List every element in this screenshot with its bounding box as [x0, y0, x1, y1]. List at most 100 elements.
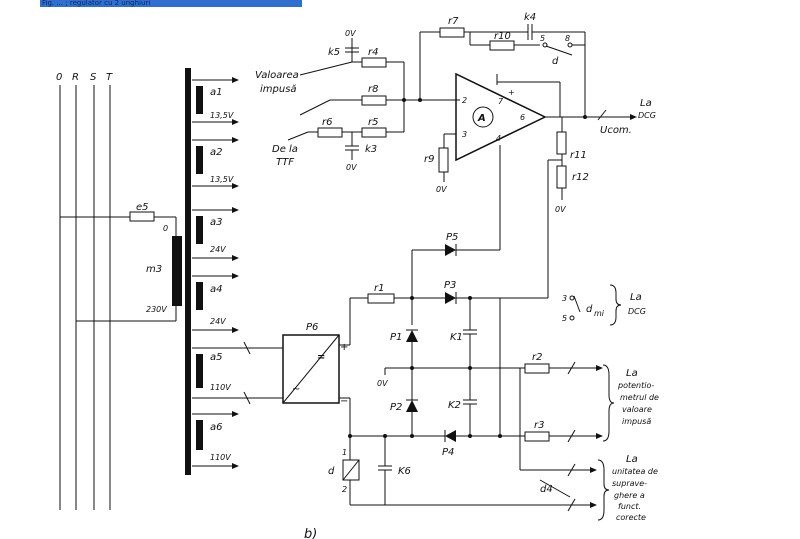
winding-a3-label: a3 [210, 217, 223, 228]
phase-lines: 0 R S T [56, 72, 113, 510]
label-r5: r5 [368, 117, 378, 128]
resistor-e5 [129, 211, 155, 222]
winding-a2-label: a2 [210, 147, 223, 158]
phase-label-0: 0 [56, 72, 62, 83]
input-0v-bottom: 0V [346, 163, 357, 172]
resistor-e5-label: e5 [136, 202, 149, 213]
relay-pin2: 2 [342, 485, 347, 494]
output-0v: 0V [555, 205, 566, 214]
opamp-a: A 2 3 + 7 6 4 r9 0V [402, 72, 561, 194]
dcg-pin3: 3 [562, 294, 567, 303]
figure-caption: b) [304, 527, 317, 539]
label-r11: r11 [570, 150, 587, 161]
label-r10: r10 [494, 31, 511, 42]
label-p2: P2 [390, 402, 402, 413]
winding-a4-label: a4 [210, 284, 223, 295]
unit-line-2: unitatea de [612, 467, 658, 476]
label-r7: r7 [448, 16, 459, 27]
unit-line-3: suprave- [612, 479, 647, 488]
resistor-r4 [361, 57, 387, 68]
winding-a3: a3 24V [192, 207, 239, 261]
unit-line-4: ghere a [614, 491, 645, 500]
opamp-pin3: 3 [462, 130, 467, 139]
dcg-la: La [630, 292, 642, 303]
rectifier-ac: ~ [292, 384, 300, 395]
relay-coil-d [342, 459, 360, 481]
opamp-plus: + [508, 88, 515, 97]
output-ucom: Ucom. [600, 125, 632, 136]
phase-label-s: S [90, 72, 97, 83]
input-reference-line2: impusă [260, 84, 297, 95]
dcg-relay-d: d [586, 304, 593, 315]
resistor-r11 [556, 131, 567, 155]
label-k4: k4 [524, 12, 536, 23]
power-network: r1 P3 P5 P1 K1 0V [328, 160, 603, 512]
winding-a6: a6 110V [192, 411, 239, 469]
rectifier-p6: P6 = ~ + − [282, 322, 348, 407]
contact-pin8: 8 [565, 34, 570, 43]
pot-line-3: metrul de [620, 393, 659, 402]
input-ttf-line1: De la [272, 144, 298, 155]
dcg-relay-sub: mi [594, 309, 605, 318]
power-0v: 0V [377, 379, 388, 388]
label-r2: r2 [532, 352, 542, 363]
unit-line-5: funct. [618, 502, 641, 511]
diode-p4 [445, 430, 456, 442]
label-k2: K2 [448, 400, 461, 411]
label-p4: P4 [442, 447, 454, 458]
relay-pin1: 1 [342, 448, 347, 457]
winding-a1-label: a1 [210, 87, 223, 98]
opamp-pin6: 6 [520, 113, 525, 122]
winding-a2: a2 13,5V [192, 137, 239, 189]
tap-label-0: 0 [163, 224, 168, 233]
transformer-label-m3: m3 [146, 264, 162, 275]
label-r12: r12 [572, 172, 589, 183]
opamp-pin7: 7 [498, 97, 504, 106]
input-reference-line1: Valoarea [255, 70, 299, 81]
label-r1: r1 [374, 283, 384, 294]
diode-p5 [445, 244, 456, 256]
winding-a5-label: a5 [210, 352, 223, 363]
transformer-core-m3 [172, 236, 182, 306]
opamp-pin4: 4 [496, 134, 501, 143]
header-text: Fig. ... ; regulator cu 2 unghiuri [42, 0, 151, 7]
winding-a6-voltage: 110V [210, 453, 231, 462]
resistor-r7 [439, 27, 465, 38]
output-network: La DCG Ucom. r11 r12 0V [547, 98, 656, 298]
dcg-dcg: DCG [628, 307, 646, 316]
winding-a6-label: a6 [210, 422, 223, 433]
label-relay-d: d [328, 466, 335, 477]
pot-line-5: impusă [622, 417, 651, 426]
unit-line-6: corecte [616, 513, 646, 522]
supervision-unit-label: La unitatea de suprave- ghere a funct. c… [597, 454, 658, 522]
unit-line-1: La [626, 454, 638, 465]
label-k1: K1 [450, 332, 463, 343]
resistor-r2 [524, 363, 550, 374]
resistor-r8 [361, 95, 387, 106]
label-r9: r9 [424, 154, 434, 165]
resistor-r10 [489, 40, 515, 51]
pot-line-4: valoare [622, 405, 652, 414]
contact-d-label: d [552, 56, 559, 67]
opamp-pin2: 2 [462, 96, 467, 105]
input-0v-top: 0V [345, 29, 356, 38]
main-transformer: e5 0 m3 230V [60, 202, 182, 322]
resistor-r3 [524, 431, 550, 442]
opamp-0v: 0V [436, 185, 447, 194]
dcg-pin5: 5 [562, 314, 567, 323]
input-network: 0V k5 r4 Valoarea impusă r8 0V r6 r5 k3 … [255, 29, 460, 172]
label-k5: k5 [328, 47, 340, 58]
label-d4: d4 [540, 484, 553, 495]
winding-a5: a5 110V [192, 341, 282, 405]
label-r3: r3 [534, 420, 544, 431]
contact-pin5: 5 [540, 34, 545, 43]
input-ttf-line2: TTF [276, 157, 294, 168]
rectifier-label: P6 [306, 322, 318, 333]
label-k3: k3 [365, 144, 377, 155]
resistor-r9 [438, 147, 449, 173]
diode-p1 [406, 330, 418, 342]
resistor-r1 [367, 293, 395, 304]
dcg-relay-contacts: 3 5 d mi La DCG [562, 284, 646, 326]
label-p1: P1 [390, 332, 402, 343]
